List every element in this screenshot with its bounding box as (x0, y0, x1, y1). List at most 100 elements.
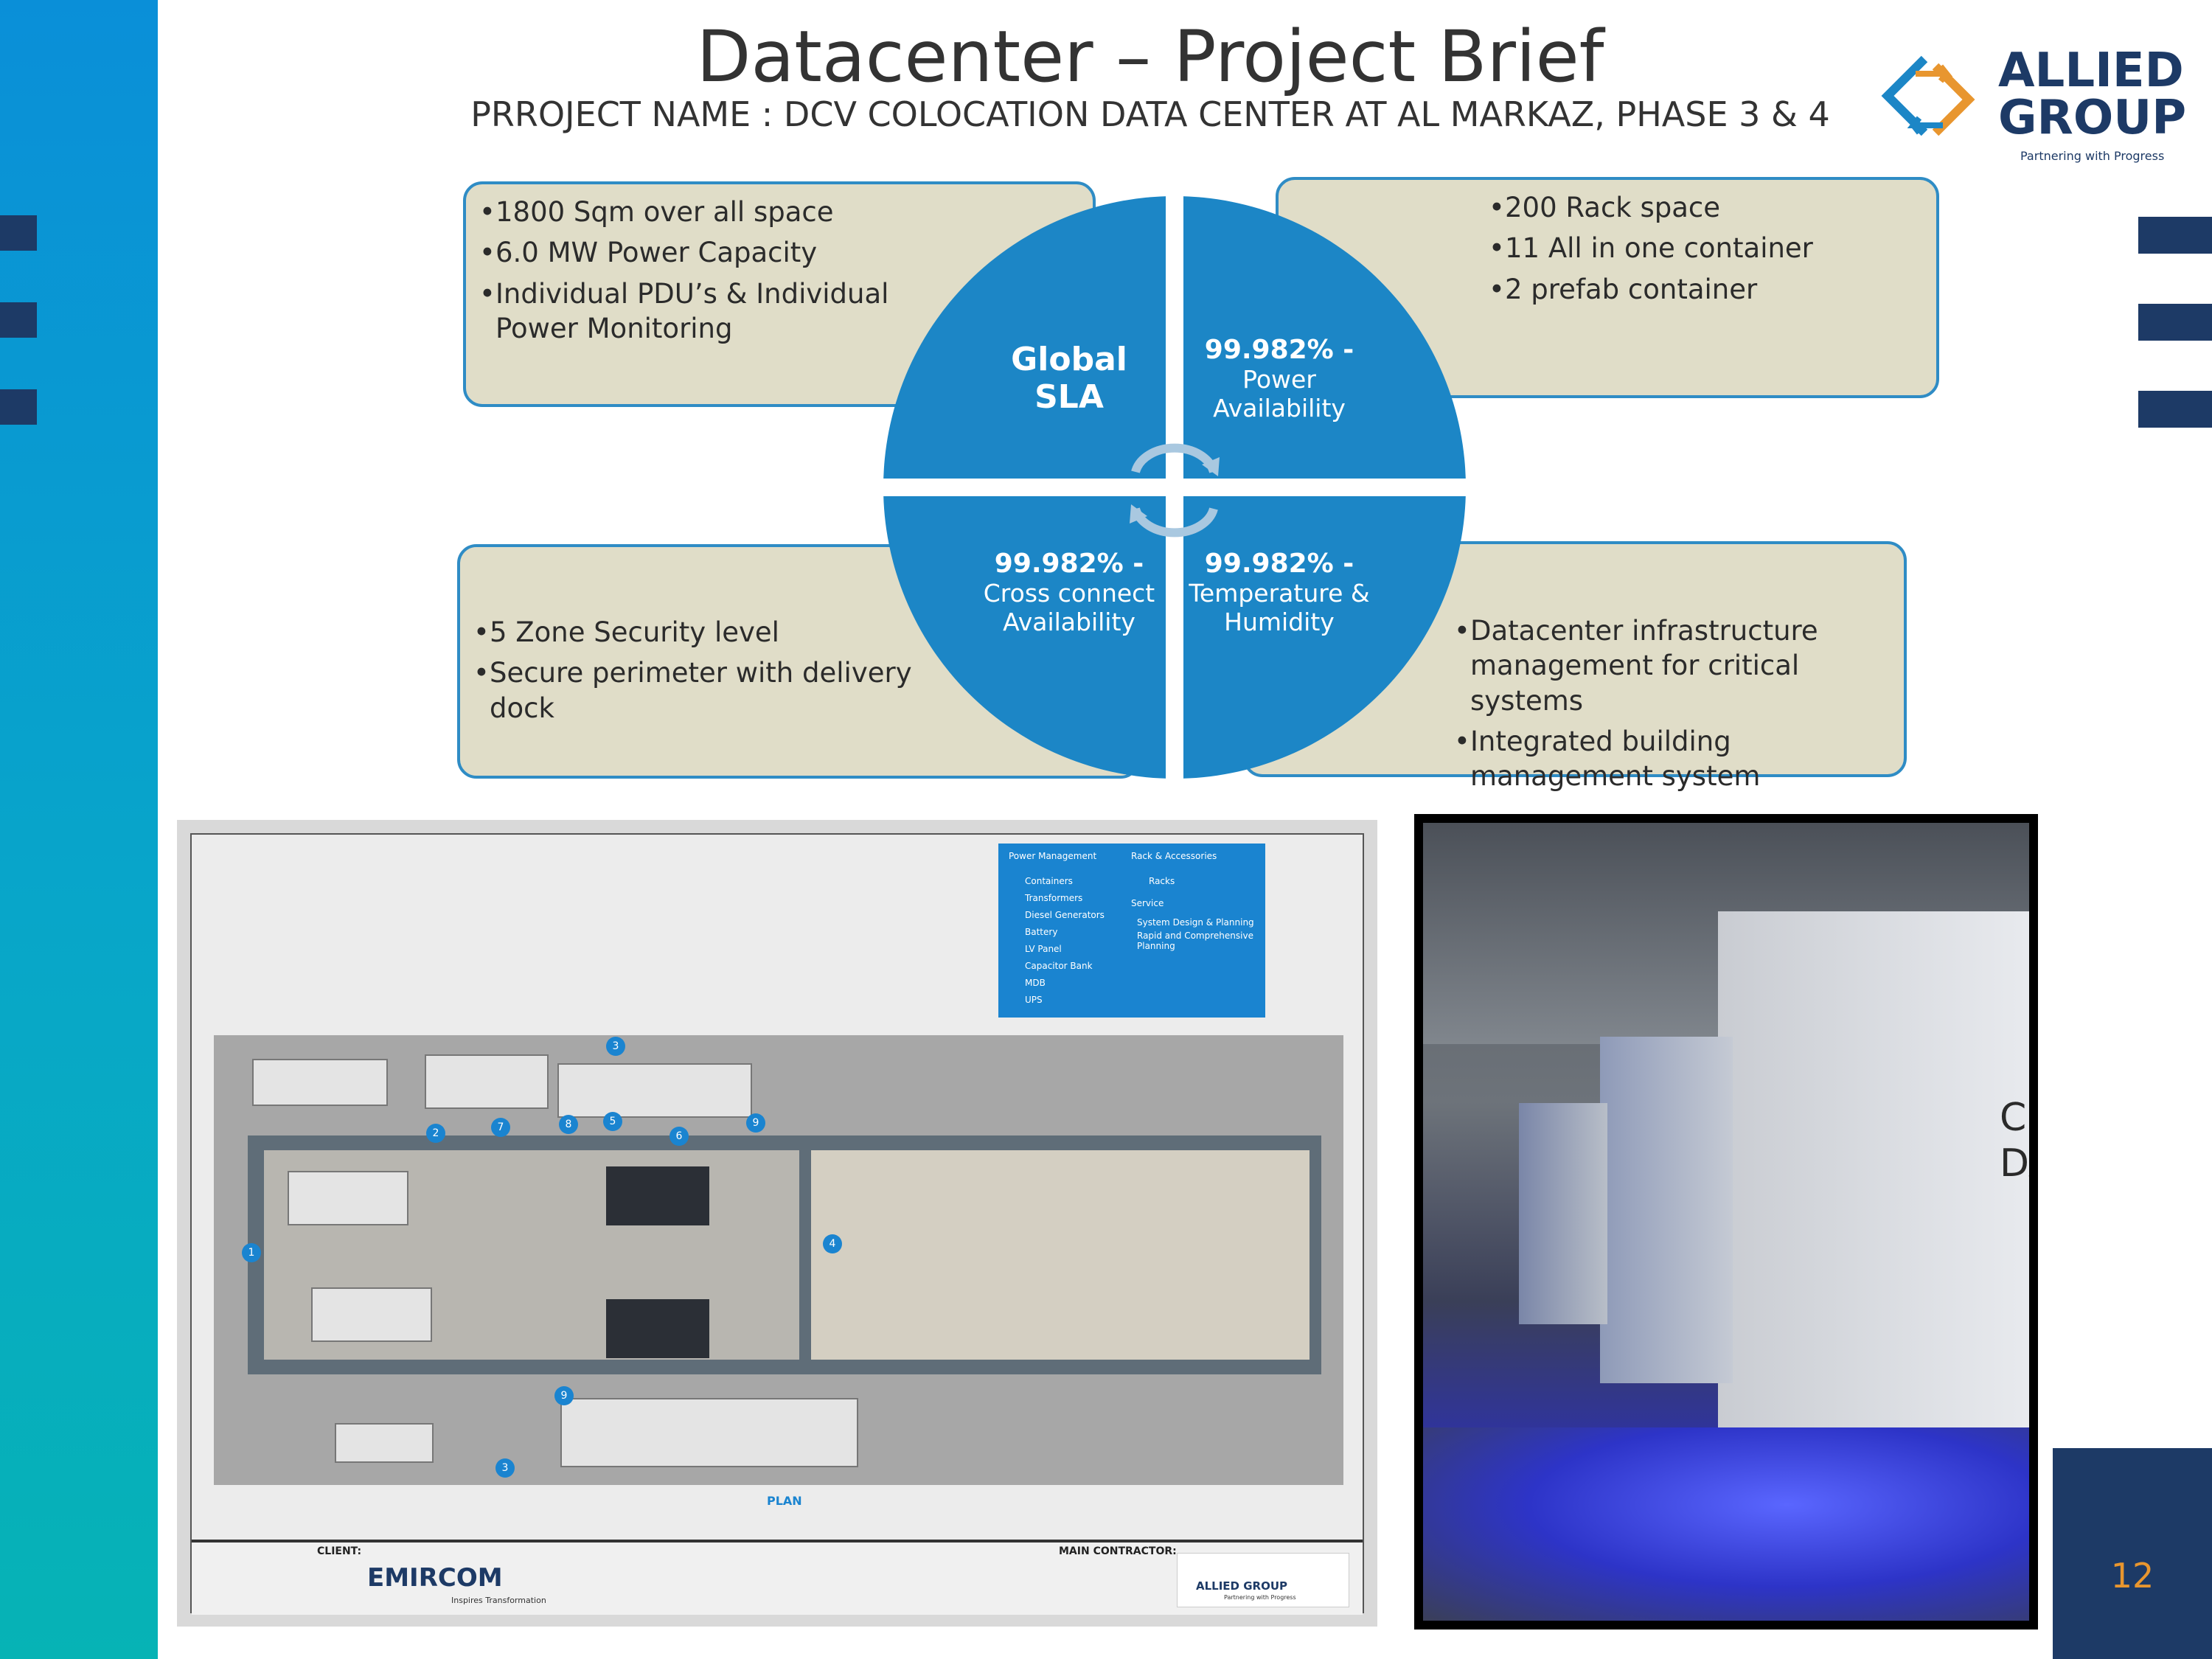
sla-power-line1: Power (1242, 365, 1316, 394)
plan-container-group (557, 1063, 752, 1118)
bottom-left-bullets: 5 Zone Security level Secure perimeter w… (473, 615, 945, 731)
datacenter-photo: CL DA (1414, 814, 2038, 1630)
left-tick-1 (0, 215, 37, 251)
right-tick-2 (2138, 304, 2212, 341)
photo-container-large (1718, 911, 2029, 1486)
legend-power-item: Capacitor Bank (1025, 961, 1093, 971)
plan-client-name: EMIRCOM (367, 1563, 503, 1593)
plan-marker: 6 (669, 1127, 689, 1146)
legend-rack-title: Rack & Accessories (1131, 851, 1217, 861)
sla-circle-diagram (882, 195, 1467, 780)
allied-group-logo-icon (1881, 55, 1975, 136)
bullet-item: 2 prefab container (1489, 272, 1902, 307)
plan-container-group (311, 1287, 432, 1342)
sla-segment-cross-connect: 99.982% - Cross connect Availability (973, 549, 1165, 636)
plan-container-group (288, 1171, 408, 1225)
plan-legend: Power Management Rack & Accessories Cont… (998, 844, 1265, 1018)
top-right-bullets: 200 Rack space 11 All in one container 2… (1489, 190, 1902, 313)
photo-inner: CL DA (1423, 823, 2029, 1621)
plan-marker: 8 (559, 1115, 578, 1134)
legend-power-item: LV Panel (1025, 944, 1062, 954)
legend-service-title: Service (1131, 898, 1164, 908)
bullet-item: 1800 Sqm over all space (479, 195, 892, 230)
title-main: Datacenter (696, 15, 1093, 98)
plan-container-group (425, 1054, 549, 1109)
bullet-item: Integrated building management system (1454, 724, 1896, 794)
page-title: Datacenter – Project Brief (442, 16, 1858, 97)
sla-cross-value: 99.982% - (994, 549, 1144, 579)
sla-power-value: 99.982% - (1204, 335, 1354, 365)
bottom-right-bullets: Datacenter infrastructure management for… (1454, 613, 1896, 800)
plan-marker: 3 (606, 1037, 625, 1056)
plan-label: PLAN (767, 1494, 802, 1508)
bullet-item: Datacenter infrastructure management for… (1454, 613, 1896, 718)
sla-segment-temperature: 99.982% - Temperature & Humidity (1180, 549, 1379, 636)
cycle-arrows-icon (1130, 443, 1220, 538)
sla-divider-horizontal (882, 479, 1467, 496)
plan-contractor-name: ALLIED GROUP (1196, 1579, 1288, 1593)
plan-container-group (252, 1059, 388, 1106)
title-dash: – (1093, 15, 1174, 98)
plan-marker: 4 (823, 1234, 842, 1253)
left-accent-band (0, 0, 158, 1659)
bullet-item: Secure perimeter with delivery dock (473, 655, 945, 726)
bullet-item: Individual PDU’s & Individual Power Moni… (479, 276, 892, 347)
plan-client-label: CLIENT: (317, 1545, 362, 1557)
plan-rack-row (606, 1299, 709, 1358)
sla-cross-line1: Cross connect (983, 579, 1155, 608)
right-tick-3 (2138, 391, 2212, 428)
sla-temp-line2: Humidity (1224, 608, 1335, 636)
photo-container-far (1519, 1103, 1607, 1324)
plan-marker: 2 (426, 1124, 445, 1143)
legend-power-item: Diesel Generators (1025, 910, 1105, 920)
bullet-item: 200 Rack space (1489, 190, 1902, 226)
legend-power-item: Transformers (1025, 893, 1083, 903)
page-number-box (2053, 1448, 2212, 1659)
page-number: 12 (2110, 1556, 2154, 1596)
legend-service-item: Rapid and Comprehensive Planning (1137, 931, 1253, 951)
sla-segment-power: 99.982% - Power Availability (1180, 335, 1379, 422)
legend-rack-item: Racks (1149, 876, 1175, 886)
plan-marker: 7 (491, 1118, 510, 1137)
plan-contractor-logo (1177, 1553, 1349, 1607)
legend-power-item: MDB (1025, 978, 1046, 988)
sla-temp-line1: Temperature & (1189, 579, 1370, 608)
logo-wordmark: ALLIED GROUP (1998, 47, 2186, 142)
left-tick-2 (0, 302, 37, 338)
project-name-subtitle: PRROJECT NAME : DCV COLOCATION DATA CENT… (470, 94, 1830, 134)
top-left-bullets: 1800 Sqm over all space 6.0 MW Power Cap… (479, 195, 892, 352)
title-accent: Project Brief (1173, 15, 1604, 98)
legend-power-item: UPS (1025, 995, 1043, 1005)
plan-footer (192, 1540, 1363, 1615)
sla-global-line2: SLA (1034, 378, 1104, 416)
sla-cross-line2: Availability (1003, 608, 1135, 636)
logo-line1: ALLIED (1998, 44, 2184, 98)
plan-marker: 9 (746, 1113, 765, 1133)
plan-marker: 5 (603, 1112, 622, 1131)
logo-line2: GROUP (1998, 91, 2187, 145)
photo-wall-text-2: DA (2000, 1141, 2029, 1186)
sla-global-line1: Global (1011, 341, 1127, 378)
floor-plan-image: Power Management Rack & Accessories Cont… (177, 820, 1377, 1627)
sla-segment-global: Global SLA (981, 341, 1158, 416)
plan-client-tagline: Inspires Transformation (451, 1596, 546, 1605)
bullet-item: 5 Zone Security level (473, 615, 945, 650)
legend-power-item: Containers (1025, 876, 1073, 886)
photo-floor-glow (1423, 1427, 2029, 1621)
plan-marker: 1 (242, 1243, 261, 1262)
bullet-item: 11 All in one container (1489, 231, 1902, 266)
plan-building-hall (811, 1150, 1310, 1360)
plan-container-group (560, 1398, 858, 1467)
photo-wall-text-1: CL (2000, 1096, 2029, 1140)
plan-container-group (335, 1423, 434, 1463)
sla-power-line2: Availability (1213, 394, 1346, 422)
logo-tagline: Partnering with Progress (2020, 149, 2165, 163)
plan-rack-row (606, 1166, 709, 1225)
legend-service-item: System Design & Planning (1137, 917, 1254, 928)
left-tick-3 (0, 389, 37, 425)
right-tick-1 (2138, 217, 2212, 254)
plan-contractor-label: MAIN CONTRACTOR: (1059, 1545, 1177, 1557)
legend-power-item: Battery (1025, 927, 1058, 937)
plan-contractor-tagline: Partnering with Progress (1224, 1594, 1296, 1601)
bullet-item: 6.0 MW Power Capacity (479, 235, 892, 271)
